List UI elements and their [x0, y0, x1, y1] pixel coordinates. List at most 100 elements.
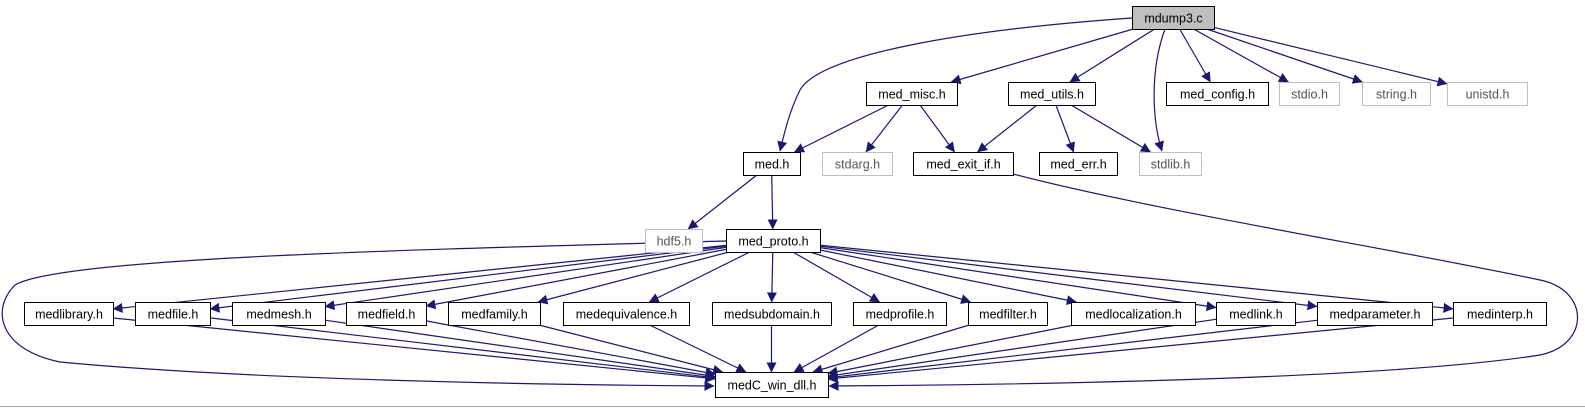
node-medinterp-h[interactable]: medinterp.h	[1453, 302, 1547, 326]
node-box	[346, 302, 427, 326]
node-label: stdarg.h	[835, 158, 880, 172]
edge-medfile-h-to-medC-win-dll-h	[209, 317, 716, 382]
node-label: medlibrary.h	[35, 308, 103, 322]
edge-med-misc-h-to-stdarg-h	[865, 104, 903, 153]
node-label: medsubdomain.h	[724, 308, 820, 322]
node-box	[1008, 82, 1096, 106]
node-medC-win-dll-h[interactable]: medC_win_dll.h	[715, 372, 829, 398]
node-box	[563, 302, 690, 326]
edge-med-h-to-med-proto-h	[767, 174, 778, 230]
node-box	[448, 302, 541, 326]
node-label: med_proto.h	[738, 235, 808, 249]
bottom-divider	[0, 406, 1585, 407]
node-string-h: string.h	[1362, 82, 1431, 106]
node-medfilter-h[interactable]: medfilter.h	[968, 302, 1048, 326]
node-box	[24, 302, 114, 326]
node-box	[645, 229, 703, 253]
edge-medinterp-h-to-medC-win-dll-h	[827, 317, 1454, 384]
edge-medfield-h-to-medC-win-dll-h	[425, 320, 716, 378]
node-label: stdlib.h	[1151, 158, 1191, 172]
node-box	[135, 302, 211, 326]
node-medsubdomain-h[interactable]: medsubdomain.h	[712, 302, 832, 326]
node-med-proto-h[interactable]: med_proto.h	[726, 229, 821, 253]
node-unistd-h: unistd.h	[1447, 82, 1528, 106]
node-label: medinterp.h	[1467, 308, 1533, 322]
node-medlink-h[interactable]: medlink.h	[1216, 302, 1296, 326]
node-box	[1317, 302, 1433, 326]
edge-med-proto-h-to-medlink-h	[819, 247, 1217, 312]
node-label: medfamily.h	[461, 308, 528, 322]
node-med-exit-if-h[interactable]: med_exit_if.h	[913, 152, 1014, 176]
edge-mdump3-c-to-stdio-h	[1193, 28, 1289, 83]
node-box	[715, 372, 829, 398]
edge-mdump3-c-to-med-misc-h	[950, 28, 1134, 85]
node-medequivalence-h[interactable]: medequivalence.h	[563, 302, 690, 326]
node-label: med_exit_if.h	[926, 158, 1000, 172]
node-stdlib-h: stdlib.h	[1139, 152, 1202, 176]
node-label: med_utils.h	[1020, 88, 1084, 102]
node-med-config-h[interactable]: med_config.h	[1166, 82, 1269, 106]
node-label: medlocalization.h	[1085, 308, 1182, 322]
edge-med-utils-h-to-med-exit-if-h	[977, 104, 1038, 153]
edge-medequivalence-h-to-medC-win-dll-h	[649, 324, 747, 373]
edge-med-exit-if-h-to-medC-win-dll-h	[828, 173, 1578, 391]
node-med-utils-h[interactable]: med_utils.h	[1008, 82, 1096, 106]
node-label: med_config.h	[1180, 88, 1255, 102]
node-box	[1139, 152, 1202, 176]
node-label: med.h	[755, 158, 790, 172]
node-box	[1453, 302, 1547, 326]
node-medlocalization-h[interactable]: medlocalization.h	[1071, 302, 1196, 326]
node-label: medequivalence.h	[576, 308, 678, 322]
node-medprofile-h[interactable]: medprofile.h	[853, 302, 947, 326]
node-medfamily-h[interactable]: medfamily.h	[448, 302, 541, 326]
node-med-err-h[interactable]: med_err.h	[1039, 152, 1118, 176]
node-label: stdio.h	[1291, 88, 1328, 102]
node-box	[822, 152, 893, 176]
edge-med-proto-h-to-medequivalence-h	[648, 251, 751, 303]
node-box	[1216, 302, 1296, 326]
node-box	[1132, 6, 1215, 30]
edge-med-proto-h-to-medC-win-dll-h	[1, 240, 727, 391]
edge-medparameter-h-to-medC-win-dll-h	[827, 319, 1318, 382]
edge-medfamily-h-to-medC-win-dll-h	[538, 324, 724, 375]
node-label: medC_win_dll.h	[728, 379, 817, 393]
nodes-layer: mdump3.c med_misc.h med_utils.h med_config.…	[24, 6, 1547, 398]
node-label: medprofile.h	[866, 308, 935, 322]
edge-med-proto-h-to-medfilter-h	[809, 251, 972, 304]
node-box	[712, 302, 832, 326]
edge-med-proto-h-to-medfamily-h	[537, 251, 730, 305]
edge-med-proto-h-to-medparameter-h	[819, 245, 1318, 311]
node-label: med_misc.h	[878, 88, 945, 102]
node-medlibrary-h[interactable]: medlibrary.h	[24, 302, 114, 326]
node-med-h[interactable]: med.h	[743, 152, 801, 176]
edge-med-proto-h-to-medinterp-h	[819, 244, 1454, 313]
edge-medlink-h-to-medC-win-dll-h	[827, 318, 1217, 380]
node-box	[1447, 82, 1528, 106]
node-label: mdump3.c	[1144, 12, 1202, 26]
edge-med-proto-h-to-medsubdomain-h	[766, 251, 777, 303]
edge-med-proto-h-to-medlibrary-h	[112, 244, 727, 313]
node-box	[1166, 82, 1269, 106]
edge-medmesh-h-to-medC-win-dll-h	[324, 319, 716, 380]
node-box	[726, 229, 821, 253]
node-box	[913, 152, 1014, 176]
node-medfile-h[interactable]: medfile.h	[135, 302, 211, 326]
node-label: med_err.h	[1050, 158, 1106, 172]
edge-med-misc-h-to-med-h	[794, 104, 889, 153]
node-mdump3-c[interactable]: mdump3.c	[1132, 6, 1215, 30]
node-box	[1071, 302, 1196, 326]
node-box	[853, 302, 947, 326]
node-stdarg-h: stdarg.h	[822, 152, 893, 176]
node-stdio-h: stdio.h	[1279, 82, 1340, 106]
node-medmesh-h[interactable]: medmesh.h	[232, 302, 326, 326]
node-label: hdf5.h	[657, 235, 692, 249]
edge-mdump3-c-to-unistd-h	[1213, 26, 1448, 87]
node-medfield-h[interactable]: medfield.h	[346, 302, 427, 326]
node-box	[1362, 82, 1431, 106]
node-med-misc-h[interactable]: med_misc.h	[866, 82, 958, 106]
node-label: medmesh.h	[246, 308, 311, 322]
node-box	[968, 302, 1048, 326]
node-medparameter-h[interactable]: medparameter.h	[1317, 302, 1433, 326]
edge-mdump3-c-to-stdlib-h	[1153, 28, 1166, 152]
node-label: medparameter.h	[1329, 308, 1420, 322]
